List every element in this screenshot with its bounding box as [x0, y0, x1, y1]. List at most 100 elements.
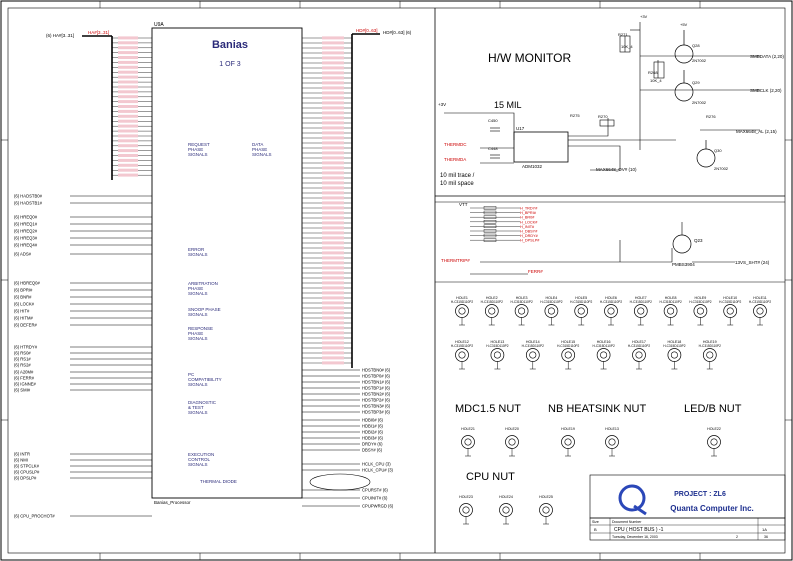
hd-net-label — [322, 231, 344, 235]
ha-net-label — [118, 158, 138, 162]
ha-net-label — [118, 119, 138, 123]
ha-net-label — [118, 168, 138, 172]
pullup-net-1: H_BPRI# — [520, 211, 537, 215]
hole-label: HOLE3 — [516, 296, 528, 300]
ha-bus-label: (6) HA#[3..31] — [46, 33, 74, 38]
hd-net-label — [322, 341, 344, 345]
pullup-net-6: H_DRDY# — [520, 234, 539, 238]
left-signal-13: (6) HITM# — [14, 316, 34, 321]
left-signal-10: (6) BNR# — [14, 295, 32, 300]
left-signal-23: (6) INTR — [14, 452, 30, 457]
hole-circle — [561, 348, 576, 362]
hd-bus-lines — [302, 36, 352, 365]
left-signal-16: (6) RS0# — [14, 351, 31, 356]
left-signal-11: (6) LOCK# — [14, 302, 35, 307]
left-signal-25: (6) STPCLK# — [14, 464, 40, 469]
right-signal-6: HDSTBN3# (6) — [362, 404, 391, 409]
hole-circle — [633, 304, 648, 318]
hole-inner — [464, 438, 472, 446]
hd-net-label — [322, 291, 344, 295]
hole-type: H-C315D110P2 — [689, 300, 711, 304]
hole-label: HOLE13 — [605, 427, 619, 431]
svg-text:10K_4: 10K_4 — [621, 44, 633, 49]
hole-circle — [455, 348, 469, 362]
hd-net-label — [322, 136, 344, 140]
mosfets — [674, 30, 716, 168]
hole-circle — [490, 348, 505, 362]
hole-inner — [600, 351, 608, 359]
ha-net-label — [118, 51, 138, 55]
hole-type: H-C315D110P2 — [451, 300, 473, 304]
hole-label: HOLE22 — [707, 427, 721, 431]
group-diag-1: DIAGNOSTIC — [188, 400, 217, 405]
hd-net-label — [322, 256, 344, 260]
left-signal-21: (6) IGNNE# — [14, 382, 37, 387]
pullup-net-7: H_DPSLP# — [520, 239, 540, 243]
hole-inner — [458, 351, 466, 359]
sheet-inner-border — [7, 7, 786, 554]
left-signal-list: (6) HADSTB0#(6) HADSTB1#(6) HREQ0#(6) HR… — [14, 194, 152, 519]
hd-net-label — [322, 36, 344, 40]
hole-circle — [514, 304, 529, 318]
ha-net-label — [118, 163, 138, 167]
hole-type: H-C315D110P2 — [659, 300, 681, 304]
hd-net-label — [322, 226, 344, 230]
q23-part: PMBS3904 — [672, 262, 695, 267]
adm1032-ic — [513, 131, 569, 163]
cpu-body — [151, 27, 303, 499]
project-name: PROJECT : ZL6 — [674, 491, 726, 498]
ha-net-label — [118, 46, 138, 50]
heading-nb: NB HEATSINK NUT — [548, 403, 646, 415]
hole-type: H-C315D110P2 — [719, 300, 741, 304]
svg-text:2N7002: 2N7002 — [692, 100, 707, 105]
hd-net-label — [322, 161, 344, 165]
left-signal-24: (6) NMI — [14, 458, 28, 463]
net-thermtrip: THERMTRIP# — [441, 258, 470, 263]
hole-label: HOLE12 — [455, 340, 469, 344]
ha-net-label — [118, 105, 138, 108]
q23-transistor — [672, 234, 692, 254]
hw-note-2: 10 mil space — [440, 181, 474, 187]
svg-text:R275: R275 — [570, 113, 580, 118]
hd-net-label — [322, 76, 344, 80]
hd-net-label — [322, 306, 344, 310]
left-signal-26: (6) CPUSLP# — [14, 470, 40, 475]
thermal-output: 13VS_SHT# (24) — [735, 260, 770, 265]
hole-type: H-C315D110P2 — [699, 344, 721, 348]
left-signal-6: (6) HREQ4# — [14, 243, 38, 248]
hd-net-label — [322, 236, 344, 240]
heading-led: LED/B NUT — [684, 403, 742, 415]
right-signal-18: CPUPWRGD (6) — [362, 504, 394, 509]
left-signal-14: (6) DEFER# — [14, 323, 37, 328]
hd-net-label — [322, 221, 344, 225]
hole-inner — [529, 351, 537, 359]
hole-type: H-C315D110P2 — [540, 300, 562, 304]
net-thermdc: THERMDC — [444, 142, 467, 147]
ha-net-label — [118, 134, 138, 138]
hole-circle — [707, 435, 721, 449]
net-3v: +3V — [438, 102, 446, 107]
hd-net-label — [322, 241, 344, 245]
out-max6648-al: MAX6648_AL (2,15) — [736, 129, 777, 134]
hole-type: H-C315D110P2 — [630, 300, 652, 304]
hole-label: HOLE14 — [526, 340, 540, 344]
left-signal-15: (6) HTRDY# — [14, 345, 38, 350]
hole-label: HOLE21 — [461, 427, 475, 431]
cpu-ref: U9A — [154, 22, 164, 28]
hole-inner — [607, 307, 615, 315]
hole-label: HOLE23 — [459, 495, 473, 499]
group-data-1: DATA — [252, 142, 263, 147]
ha-net-label — [118, 129, 138, 133]
ha-bus: (6) HA#[3..31] HA#[3..31] — [46, 30, 113, 180]
hd-net-label — [322, 266, 344, 270]
hd-net-label — [322, 321, 344, 325]
ha-bus-net: HA#[3..31] — [88, 30, 109, 35]
right-signal-14: HCLK_CPU (3) — [362, 462, 391, 467]
hd-net-label — [322, 101, 344, 105]
hole-type: H-C315D110P2 — [570, 300, 592, 304]
right-signal-4: HDSTBN2# (6) — [362, 392, 391, 397]
hole-circle — [667, 348, 682, 362]
hd-net-label — [322, 296, 344, 300]
group-compat-2: COMPATIBILITY — [188, 377, 222, 382]
hd-net-label — [322, 246, 344, 250]
